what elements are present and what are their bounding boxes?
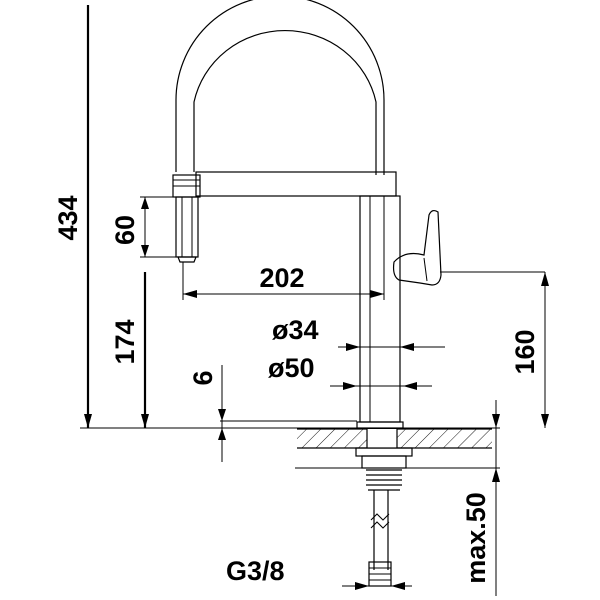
label-d50: ø50 (268, 353, 315, 383)
mounting-hardware (355, 447, 413, 587)
label-434: 434 (53, 195, 83, 240)
arrowhead (218, 409, 226, 421)
faucet-outline (172, 0, 442, 429)
arrowhead (141, 197, 149, 209)
arrowhead (141, 414, 149, 428)
arrowhead (541, 414, 549, 428)
arrowhead (343, 382, 357, 390)
arrowhead (403, 382, 417, 390)
label-160: 160 (510, 329, 540, 374)
worktop-gap (367, 429, 397, 448)
spray-head-tip (177, 256, 197, 263)
holder-arm (195, 171, 397, 197)
label-60: 60 (110, 215, 140, 245)
dimension-labels: 434 60 174 202 ø34 ø50 6 160 max.50 G3/8 (53, 195, 540, 586)
spray-head-nozzle (175, 196, 199, 258)
label-max50: max.50 (461, 492, 491, 584)
label-g38: G3/8 (226, 556, 285, 586)
arrowhead (183, 290, 197, 298)
mounting-nut (361, 455, 407, 469)
base-plate (356, 421, 404, 429)
arrowheads (84, 197, 549, 590)
mounting-threads (366, 469, 402, 491)
arrowhead (355, 582, 369, 590)
lever-detail (423, 257, 428, 282)
arrowhead (370, 290, 384, 298)
spout-arc-outer (175, 0, 385, 175)
label-6: 6 (188, 370, 218, 385)
arrowhead (541, 272, 549, 286)
lever-handle (392, 209, 442, 286)
arrowhead (346, 343, 360, 351)
faucet-body (359, 195, 401, 423)
label-d34: ø34 (272, 315, 319, 345)
hose-break (370, 521, 390, 529)
label-202: 202 (259, 263, 304, 293)
worktop (297, 428, 492, 449)
hose-break (370, 513, 390, 521)
hose-fitting-threads (369, 567, 391, 581)
arrowhead (400, 343, 414, 351)
mounting-washer (355, 447, 413, 457)
label-174: 174 (110, 319, 140, 364)
arrowhead (492, 414, 500, 428)
arrowhead (84, 414, 92, 428)
dimension-lines (80, 5, 546, 596)
arrowhead (492, 468, 500, 482)
arrowhead (141, 245, 149, 257)
spout-arc-inner (193, 29, 377, 175)
arrowhead (391, 582, 405, 590)
arrowhead (218, 428, 226, 440)
